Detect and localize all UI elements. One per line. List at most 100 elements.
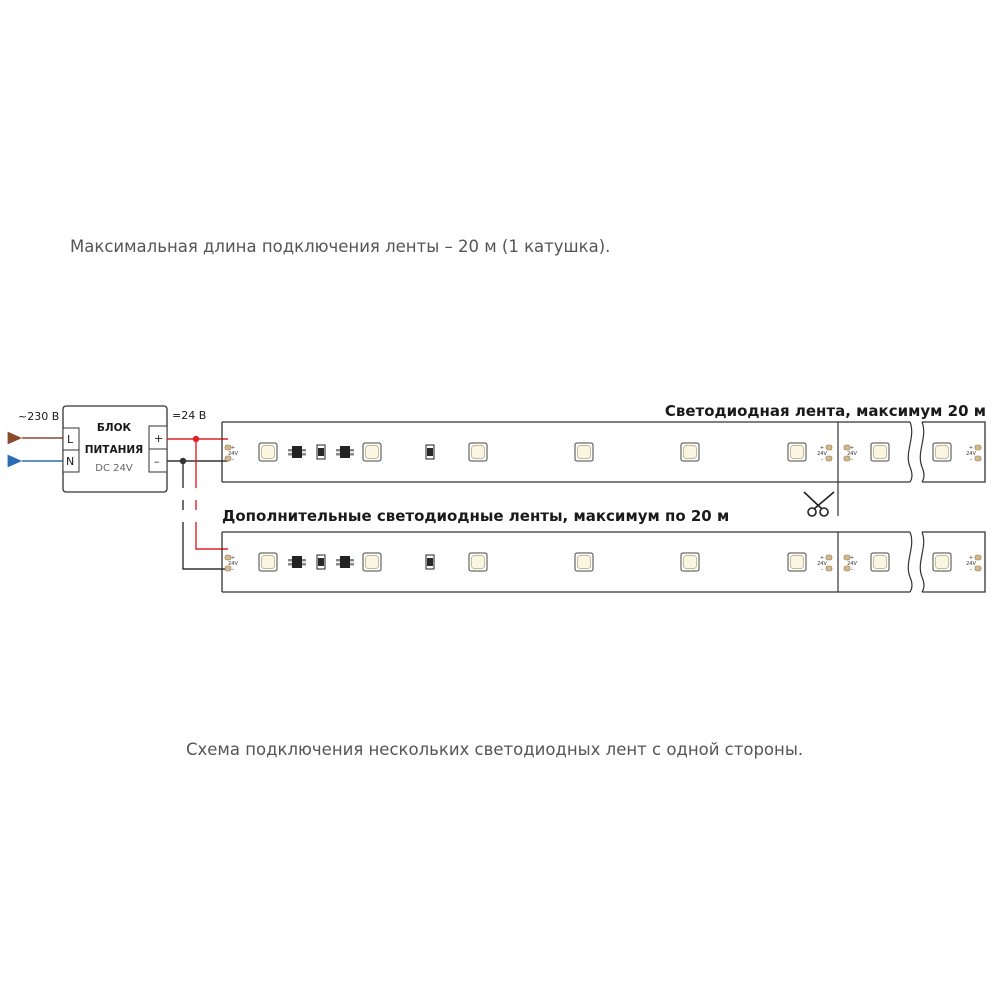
pad-voltage-label: 24V bbox=[847, 561, 857, 567]
led-emitter bbox=[935, 445, 949, 459]
solder-pad bbox=[974, 455, 982, 462]
led-emitter bbox=[873, 445, 887, 459]
driver-chip bbox=[340, 556, 350, 568]
driver-chip bbox=[340, 446, 350, 458]
led-emitter bbox=[683, 445, 697, 459]
solder-pad bbox=[825, 444, 833, 451]
chip-lead bbox=[288, 453, 292, 456]
chip-lead bbox=[302, 449, 306, 452]
pad-minus-label: – bbox=[821, 457, 824, 463]
chip-lead bbox=[302, 563, 306, 566]
pad-minus-label: – bbox=[232, 567, 235, 573]
chip-lead bbox=[350, 453, 354, 456]
pad-minus-label: – bbox=[970, 457, 973, 463]
pad-plus-label: + bbox=[969, 555, 973, 561]
solder-pad bbox=[974, 554, 982, 561]
solder-pad bbox=[843, 565, 851, 572]
led-emitter bbox=[683, 555, 697, 569]
chip-lead bbox=[288, 563, 292, 566]
pad-plus-label: + bbox=[969, 445, 973, 451]
solder-pad bbox=[843, 554, 851, 561]
solder-pad bbox=[825, 455, 833, 462]
pad-plus-label: + bbox=[850, 445, 854, 451]
solder-pad bbox=[224, 565, 232, 572]
pad-plus-label: + bbox=[850, 555, 854, 561]
solder-pad bbox=[224, 554, 232, 561]
led-emitter bbox=[261, 445, 275, 459]
chip-lead bbox=[302, 559, 306, 562]
strip1-title: Светодиодная лента, максимум 20 м bbox=[665, 402, 986, 420]
pad-plus-label: + bbox=[231, 555, 235, 561]
resistor-body bbox=[427, 558, 433, 566]
psu-name-line2: ПИТАНИЯ bbox=[85, 444, 144, 456]
chip-lead bbox=[350, 559, 354, 562]
driver-chip bbox=[292, 556, 302, 568]
resistor-body bbox=[427, 448, 433, 456]
led-emitter bbox=[873, 555, 887, 569]
pad-minus-label: – bbox=[851, 457, 854, 463]
solder-pad bbox=[224, 444, 232, 451]
led-strip-2: +24V–+24V–+24V–+24V– bbox=[221, 531, 986, 593]
strip-end-segment bbox=[922, 531, 986, 593]
led-emitter bbox=[790, 445, 804, 459]
pad-voltage-label: 24V bbox=[966, 451, 976, 457]
solder-pad bbox=[843, 444, 851, 451]
dc-wiring bbox=[167, 435, 228, 570]
scissors-icon bbox=[803, 491, 835, 517]
solder-pad bbox=[825, 565, 833, 572]
input-voltage-label: ~230 В bbox=[18, 410, 59, 423]
pad-plus-label: + bbox=[231, 445, 235, 451]
terminal-minus-label: – bbox=[154, 455, 160, 468]
chip-lead bbox=[302, 453, 306, 456]
psu-name-line1: БЛОК bbox=[97, 422, 132, 434]
led-emitter bbox=[471, 555, 485, 569]
pad-minus-label: – bbox=[851, 567, 854, 573]
led-strip-1: +24V–+24V–+24V–+24V– bbox=[221, 421, 986, 483]
pad-voltage-label: 24V bbox=[847, 451, 857, 457]
led-emitter bbox=[365, 555, 379, 569]
terminal-plus-label: + bbox=[154, 432, 163, 445]
terminal-l-label: L bbox=[67, 433, 74, 446]
pad-minus-label: – bbox=[232, 457, 235, 463]
led-emitter bbox=[261, 555, 275, 569]
chip-lead bbox=[350, 449, 354, 452]
pad-voltage-label: 24V bbox=[228, 451, 238, 457]
chip-lead bbox=[336, 449, 340, 452]
chip-lead bbox=[288, 559, 292, 562]
driver-chip bbox=[292, 446, 302, 458]
pad-voltage-label: 24V bbox=[228, 561, 238, 567]
chip-lead bbox=[336, 559, 340, 562]
pad-plus-label: + bbox=[820, 555, 824, 561]
psu-spec: DC 24V bbox=[95, 463, 133, 474]
chip-lead bbox=[350, 563, 354, 566]
strip-break-line bbox=[907, 421, 913, 483]
solder-pad bbox=[224, 455, 232, 462]
terminal-n-label: N bbox=[66, 455, 74, 468]
strip2-title: Дополнительные светодиодные ленты, макси… bbox=[222, 507, 729, 525]
power-supply-unit: L N + – БЛОК ПИТАНИЯ DC 24V bbox=[62, 405, 168, 493]
output-voltage-label: =24 В bbox=[172, 409, 206, 422]
led-emitter bbox=[365, 445, 379, 459]
bottom-caption: Схема подключения нескольких светодиодны… bbox=[186, 740, 803, 759]
strip-break-line bbox=[907, 531, 913, 593]
strip-break-line bbox=[919, 531, 925, 593]
strip-break-line bbox=[919, 421, 925, 483]
pad-plus-label: + bbox=[820, 445, 824, 451]
pad-voltage-label: 24V bbox=[966, 561, 976, 567]
pad-voltage-label: 24V bbox=[817, 451, 827, 457]
pad-minus-label: – bbox=[970, 567, 973, 573]
led-emitter bbox=[790, 555, 804, 569]
resistor-body bbox=[318, 448, 324, 456]
led-emitter bbox=[471, 445, 485, 459]
top-caption: Максимальная длина подключения ленты – 2… bbox=[70, 237, 610, 256]
strip-end-segment bbox=[922, 421, 986, 483]
solder-pad bbox=[843, 455, 851, 462]
chip-lead bbox=[288, 449, 292, 452]
solder-pad bbox=[825, 554, 833, 561]
resistor-body bbox=[318, 558, 324, 566]
chip-lead bbox=[336, 563, 340, 566]
pad-voltage-label: 24V bbox=[817, 561, 827, 567]
chip-lead bbox=[336, 453, 340, 456]
led-emitter bbox=[577, 445, 591, 459]
